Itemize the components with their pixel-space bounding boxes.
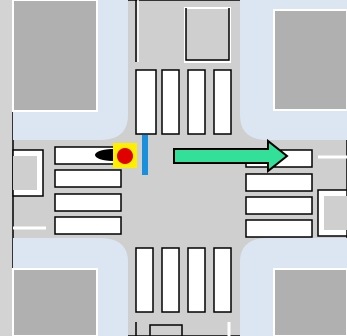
block-bottom-left (12, 268, 98, 336)
crosswalk-stripe (54, 169, 122, 188)
right-lane-marker-inner (324, 196, 347, 230)
crosswalk-stripe (245, 173, 313, 192)
left-lane-marker-inner (13, 156, 37, 190)
block-bottom-right (273, 268, 347, 336)
block-top-right (273, 9, 347, 111)
crosswalk-stripe (135, 69, 157, 135)
crosswalk-stripe (54, 216, 122, 235)
crosswalk-stripe (161, 247, 180, 313)
crosswalk-stripe (245, 219, 313, 238)
crosswalk-stripe (54, 193, 122, 212)
crosswalk-stripe (187, 247, 206, 313)
crosswalk-stripe (161, 69, 180, 135)
signal-light (117, 148, 133, 164)
right-arrow-icon (173, 138, 289, 174)
crosswalk-top (135, 69, 232, 135)
crosswalk-bottom (135, 247, 232, 313)
lane-divider-top (186, 9, 229, 61)
stop-lane-top (184, 7, 231, 63)
crosswalk-stripe (187, 69, 206, 135)
crosswalk-stripe (213, 69, 232, 135)
lane-edge-top (185, 8, 230, 61)
traffic-signal-icon (113, 143, 137, 168)
crosswalk-stripe (245, 196, 313, 215)
stop-lane-bottom (149, 324, 183, 336)
crosswalk-stripe (135, 247, 154, 313)
stop-line (142, 135, 148, 175)
block-top-left (12, 0, 98, 112)
crosswalk-stripe (213, 247, 232, 313)
